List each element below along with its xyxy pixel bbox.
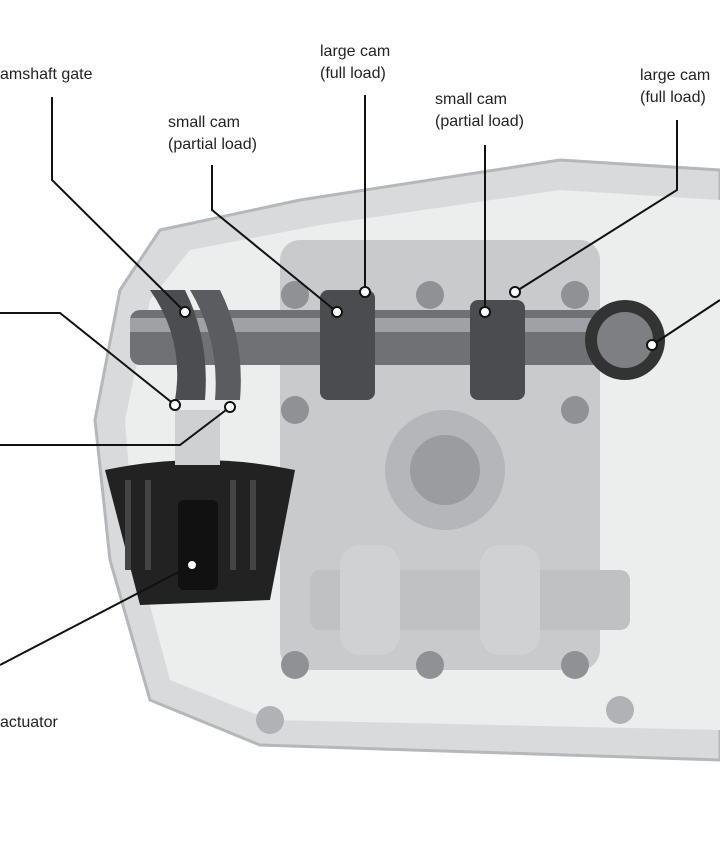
label-line: (partial load) — [435, 113, 524, 130]
label-line: (full load) — [320, 65, 386, 82]
label-actuator: actuator — [0, 714, 58, 731]
label-line: small cam — [168, 114, 241, 131]
camshaft-upper — [130, 290, 665, 400]
label-line: (full load) — [640, 89, 706, 106]
leader-lines — [0, 95, 720, 666]
leader-dots — [169, 286, 658, 571]
label-camshaft-gate: amshaft gate — [0, 66, 93, 83]
label-line: small cam — [435, 91, 508, 108]
label-large-cam-2: large cam (full load) — [640, 65, 710, 109]
camshaft-lower — [310, 545, 630, 655]
label-line: large cam — [320, 43, 391, 60]
label-small-cam-2: small cam (partial load) — [435, 89, 524, 133]
label-large-cam-1: large cam (full load) — [320, 41, 390, 85]
label-line: (partial load) — [168, 136, 257, 153]
label-line: large cam — [640, 67, 711, 84]
label-small-cam-1: small cam (partial load) — [168, 112, 257, 156]
